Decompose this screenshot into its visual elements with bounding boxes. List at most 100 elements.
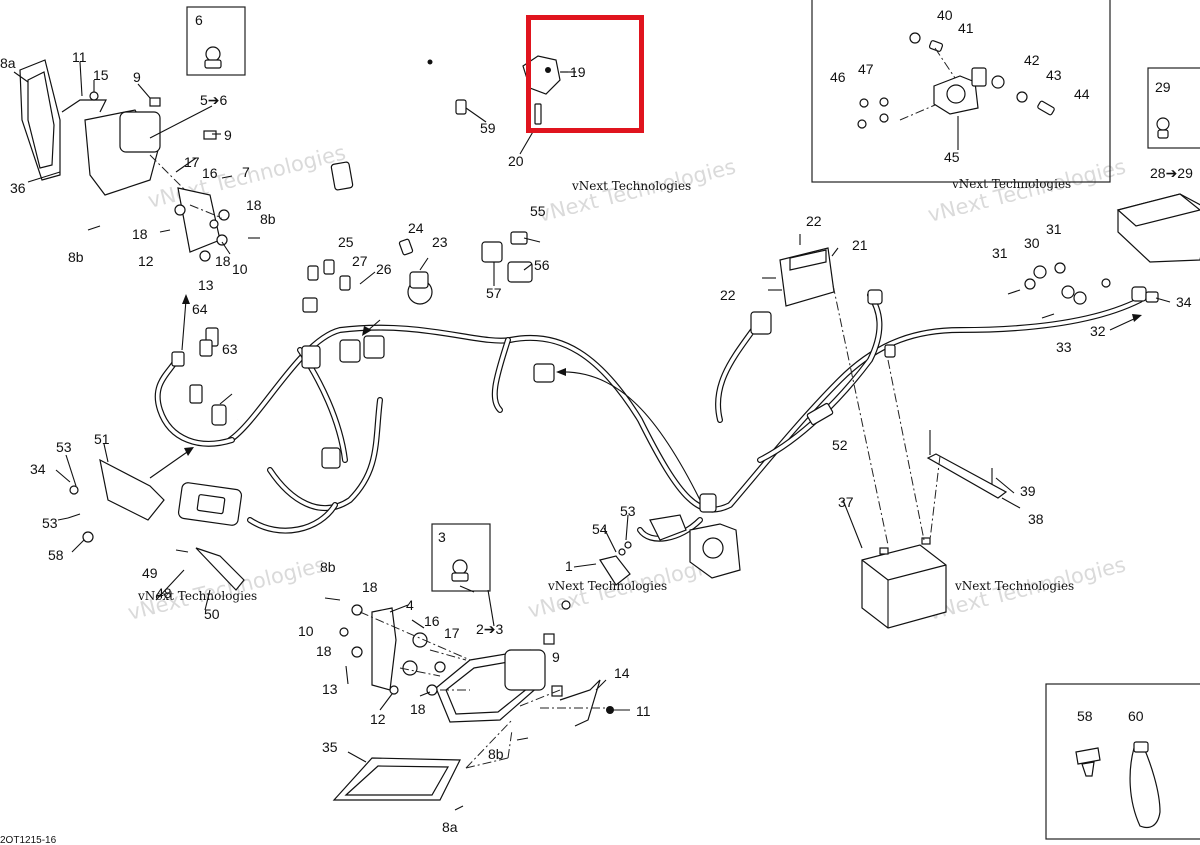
connectors — [171, 99, 1147, 526]
callout-label: 2➔3 — [476, 621, 504, 637]
callout-label: 9 — [552, 649, 560, 665]
callout-label: 19 — [570, 64, 586, 80]
callout-label: 40 — [937, 7, 953, 23]
callout-labels: 8a 11 15 9 6 5➔6 9 17 16 7 36 18 8b 18 8… — [0, 7, 1193, 845]
callout-label: 53 — [42, 515, 58, 531]
part-19-switch — [522, 55, 568, 125]
callout-label: 8a — [0, 55, 16, 71]
callout-label: 10 — [232, 261, 248, 277]
callout-label: 18 — [132, 226, 148, 242]
callout-label: 9 — [224, 127, 232, 143]
callout-label: 38 — [1028, 511, 1044, 527]
callout-label: 5➔6 — [200, 92, 228, 108]
callout-label: 47 — [858, 61, 874, 77]
callout-label: 17 — [444, 625, 460, 641]
callout-label: 22 — [720, 287, 736, 303]
callout-label: 13 — [322, 681, 338, 697]
callout-label: 31 — [1046, 221, 1062, 237]
callout-label: 12 — [138, 253, 154, 269]
callout-label: 59 — [480, 120, 496, 136]
callout-label: 32 — [1090, 323, 1106, 339]
callout-label: 31 — [992, 245, 1008, 261]
callout-label: 55 — [530, 203, 546, 219]
callout-label: 28➔29 — [1150, 165, 1193, 181]
callout-label: 11 — [72, 49, 87, 65]
callout-label: 53 — [620, 503, 636, 519]
callout-label: 39 — [1020, 483, 1036, 499]
callout-label: 13 — [198, 277, 214, 293]
callout-label: 45 — [944, 149, 960, 165]
callout-label: 48 — [156, 585, 172, 601]
callout-label: 12 — [370, 711, 386, 727]
callout-label: 18 — [215, 253, 231, 269]
callout-label: 4 — [406, 597, 414, 613]
callout-label: 6 — [195, 12, 203, 28]
callout-label: 58 — [48, 547, 64, 563]
watermark-small: vNext Technologies — [571, 179, 691, 193]
callout-label: 60 — [1128, 708, 1144, 724]
callout-label: 14 — [614, 665, 630, 681]
callout-label: 50 — [204, 606, 220, 622]
callout-label: 15 — [93, 67, 109, 83]
watermarks: vNext Technologies vNext Technologies vN… — [125, 140, 1128, 624]
callout-label: 44 — [1074, 86, 1090, 102]
callout-label: 56 — [534, 257, 550, 273]
callout-label: 21 — [852, 237, 868, 253]
callout-label: 1 — [565, 558, 573, 574]
callout-label: 46 — [830, 69, 846, 85]
callout-label: 8b — [68, 249, 84, 265]
headlight-right — [324, 597, 601, 811]
diagram-code: 2OT1215-16 — [0, 835, 57, 845]
leader-lines — [13, 61, 1171, 769]
callout-label: 20 — [508, 153, 524, 169]
watermark-small: vNext Technologies — [547, 579, 667, 593]
callout-label: 52 — [832, 437, 848, 453]
watermark-small: vNext Technologies — [137, 589, 257, 603]
callout-label: 8a — [442, 819, 458, 835]
callout-label: 54 — [592, 521, 608, 537]
inset-bulb-3 — [431, 523, 491, 592]
callout-label: 18 — [316, 643, 332, 659]
headlight-left — [19, 59, 260, 262]
callout-label: 30 — [1024, 235, 1040, 251]
callout-label: 10 — [298, 623, 314, 639]
right-parts — [599, 193, 1200, 629]
watermark-small: vNext Technologies — [954, 579, 1074, 593]
brackets-left — [67, 458, 245, 591]
callout-label: 3 — [438, 529, 446, 545]
callout-label: 16 — [202, 165, 218, 181]
inset-bulb-29 — [1147, 67, 1200, 149]
highlight-box — [526, 15, 644, 133]
callout-label: 41 — [958, 20, 974, 36]
inset-bulb-6 — [186, 6, 246, 76]
callout-label: 22 — [806, 213, 822, 229]
inset-solenoid-parts — [857, 32, 1055, 129]
callout-label: 34 — [1176, 294, 1192, 310]
callout-label: 63 — [222, 341, 238, 357]
callout-label: 8b — [260, 211, 276, 227]
callout-label: 18 — [246, 197, 262, 213]
callout-label: 64 — [192, 301, 208, 317]
bulb-icons — [204, 46, 1170, 582]
callout-label: 18 — [410, 701, 426, 717]
callout-label: 51 — [94, 431, 110, 447]
fastener-icons — [1075, 741, 1161, 829]
callout-label: 33 — [1056, 339, 1072, 355]
callout-label: 8b — [320, 559, 336, 575]
callout-label: 36 — [10, 180, 26, 196]
callout-label: 53 — [56, 439, 72, 455]
callout-label: 25 — [338, 234, 354, 250]
callout-label: 26 — [376, 261, 392, 277]
callout-label: 29 — [1155, 79, 1171, 95]
callout-label: 23 — [432, 234, 448, 250]
callout-label: 57 — [486, 285, 502, 301]
callout-label: 11 — [636, 703, 651, 719]
callout-label: 17 — [184, 154, 200, 170]
callout-label: 42 — [1024, 52, 1040, 68]
callout-label: 9 — [133, 69, 141, 85]
callout-label: 35 — [322, 739, 338, 755]
callout-label: 27 — [352, 253, 368, 269]
callout-label: 34 — [30, 461, 46, 477]
callout-label: 49 — [142, 565, 158, 581]
